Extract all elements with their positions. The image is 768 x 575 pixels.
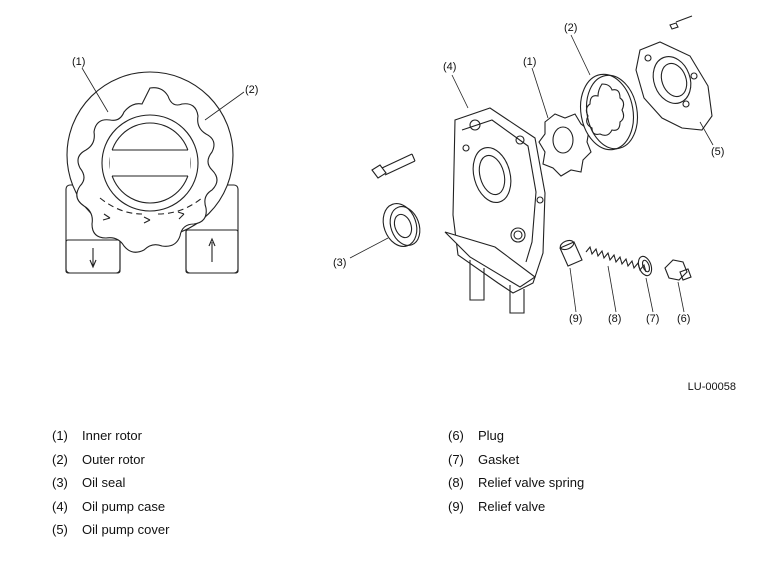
legend-label: Oil pump cover [82, 522, 170, 537]
legend-label: Oil pump case [82, 498, 166, 514]
legend-label: Relief valve [478, 498, 546, 514]
legend-number: (5) [52, 522, 68, 537]
leader-lines [81, 34, 714, 313]
legend-right: (6) Plug (7) Gasket (8) Relief valve spring… [448, 428, 584, 522]
oil-pump-case [444, 107, 546, 314]
oil-seal [382, 203, 421, 247]
drawing-id: LU-00058 [687, 381, 736, 393]
plug-part [664, 259, 692, 281]
legend-number: (9) [448, 498, 464, 514]
legend-number: (1) [52, 428, 68, 443]
legend-label: Relief valve spring [478, 475, 585, 490]
legend-item: (4) Oil pump case [52, 499, 169, 523]
relief-valve-spring-part [585, 245, 647, 273]
inner-rotor-part [538, 113, 592, 177]
legend-item: (5) Oil pump cover [52, 522, 169, 546]
legend-number: (4) [52, 498, 68, 514]
callout-outer-rotor-left: (2) [245, 84, 259, 96]
legend-item: (3) Oil seal [52, 475, 169, 499]
oil-pump-cover [635, 15, 713, 131]
legend-number: (6) [448, 428, 464, 443]
legend-label: Gasket [478, 451, 520, 467]
legend-item: (6) Plug [448, 428, 584, 452]
legend-number: (7) [448, 451, 464, 467]
legend-item: (1) Inner rotor [52, 428, 169, 452]
callout-gasket: (7) [646, 313, 660, 325]
callout-outer-rotor: (2) [564, 22, 578, 34]
legend-label: Inner rotor [82, 428, 142, 443]
outer-rotor-part [580, 73, 638, 151]
legend-number: (8) [448, 475, 464, 490]
legend-item: (8) Relief valve spring [448, 475, 584, 499]
callout-inner-rotor-left: (1) [72, 56, 86, 68]
callout-relief-valve: (9) [569, 313, 583, 325]
callout-inner-rotor: (1) [523, 56, 537, 68]
legend-number: (3) [52, 475, 68, 490]
legend-item: (9) Relief valve [448, 499, 584, 523]
relief-valve-part [559, 239, 583, 267]
callout-oil-seal: (3) [333, 257, 347, 269]
legend-label: Outer rotor [82, 451, 145, 467]
callout-relief-valve-spring: (8) [608, 313, 622, 325]
rotor-section-view [65, 71, 239, 274]
legend-left: (1) Inner rotor (2) Outer rotor (3) Oil sea… [52, 428, 169, 546]
callout-oil-pump-cover: (5) [711, 146, 725, 158]
gasket-part [637, 255, 653, 277]
bolt [371, 153, 416, 179]
legend-item: (7) Gasket [448, 452, 584, 476]
legend-item: (2) Outer rotor [52, 452, 169, 476]
legend-label: Oil seal [82, 475, 126, 490]
legend-number: (2) [52, 451, 68, 467]
callout-plug: (6) [677, 313, 691, 325]
legend-label: Plug [478, 428, 505, 443]
callout-oil-pump-case: (4) [443, 61, 457, 73]
